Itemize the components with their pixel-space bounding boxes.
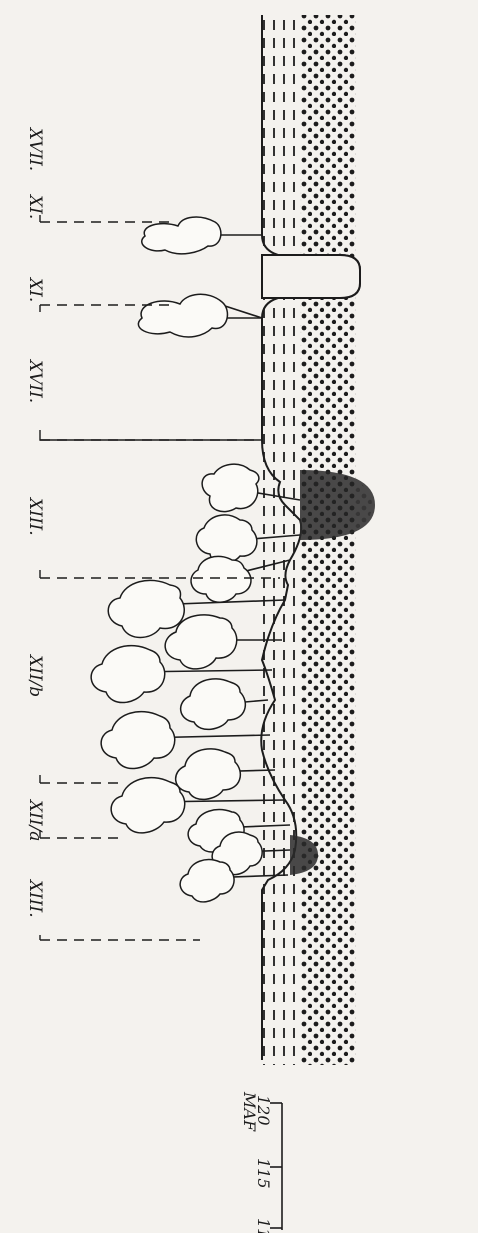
zone-label-xii-a: XII/a <box>25 798 45 841</box>
dotted-soil-layer <box>300 15 356 1065</box>
elevation-scale: MAF 120 115 110 <box>240 1091 282 1233</box>
zone-label-xiii-a: XIII. <box>25 878 45 918</box>
dashed-topsoil-layer <box>262 15 300 1065</box>
zone-label-xvii-a: XVII. <box>25 358 45 403</box>
tree-xi-lower <box>138 294 262 337</box>
scale-tick-label-120: 120 <box>254 1095 273 1126</box>
zone-label-xi-b: XI. <box>25 193 45 219</box>
soil-profile <box>262 15 356 1065</box>
zone-label-xiii-b: XIII. <box>25 496 45 536</box>
mound-xiii-b-texture <box>302 470 372 540</box>
zone-label-xii-b: XII/b <box>25 653 45 697</box>
zone-label-xvii-b: XVII. <box>25 126 45 171</box>
scale-tick-label-115: 115 <box>254 1158 273 1189</box>
tree-group-xii-b <box>91 580 285 799</box>
pond-basin <box>262 255 360 298</box>
zone-label-xi-a: XI. <box>25 276 45 302</box>
scale-tick-label-110: 110 <box>254 1218 273 1233</box>
bracket-xvii-xiii <box>40 430 262 440</box>
